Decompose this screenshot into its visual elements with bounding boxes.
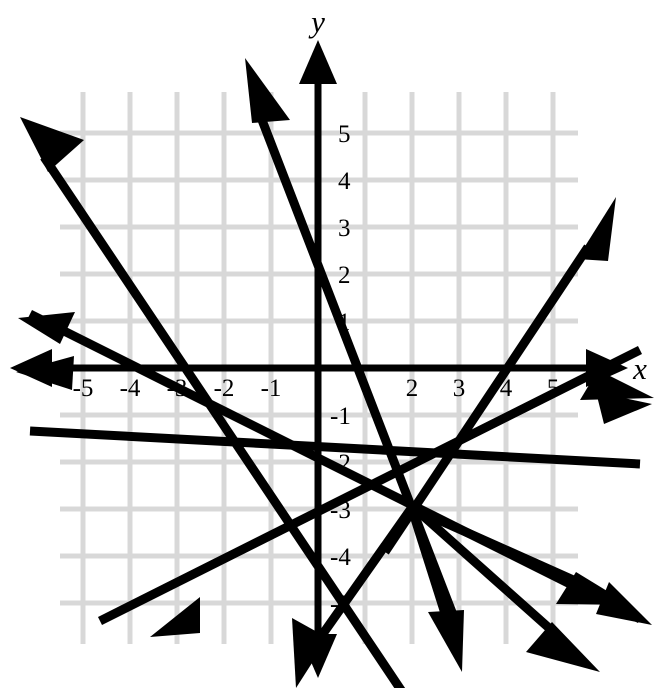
y-tick-label: -5 bbox=[330, 591, 351, 618]
y-axis-arrow-up bbox=[299, 40, 337, 84]
x-tick-label: -2 bbox=[214, 375, 235, 402]
x-tick-label: -1 bbox=[261, 375, 282, 402]
data-line-down-right-medium bbox=[409, 502, 561, 640]
x-tick-label: 3 bbox=[453, 375, 466, 402]
arrow-head-up-right bbox=[577, 197, 616, 261]
y-tick-label: -3 bbox=[330, 497, 351, 524]
data-line-steep-down-left bbox=[304, 500, 419, 658]
y-tick-label: -2 bbox=[330, 450, 351, 477]
x-tick-label: 4 bbox=[500, 375, 513, 402]
data-line-positive-three-halves bbox=[381, 244, 592, 555]
y-tick-label: 1 bbox=[338, 309, 351, 336]
arrow-head-up-steep bbox=[245, 58, 290, 123]
y-tick-label: 3 bbox=[338, 215, 351, 242]
arrow-head-down-steep-right bbox=[428, 610, 464, 672]
y-tick-label: -1 bbox=[330, 403, 351, 430]
data-line-negative-three-halves bbox=[40, 154, 406, 688]
data-line-shallow-negative bbox=[29, 426, 641, 469]
axes-group bbox=[10, 40, 628, 678]
x-tick-label: 5 bbox=[547, 375, 560, 402]
y-tick-label: 5 bbox=[338, 121, 351, 148]
y-tick-label: 4 bbox=[338, 168, 351, 195]
x-axis-arrow-right bbox=[586, 349, 628, 387]
y-tick-label: 2 bbox=[338, 262, 351, 289]
x-tick-label: 2 bbox=[406, 375, 419, 402]
arrow-head-up-left-steep bbox=[20, 117, 84, 172]
y-tick-label: -4 bbox=[330, 544, 351, 571]
x-tick-label: -5 bbox=[73, 375, 94, 402]
x-axis-arrow-left bbox=[10, 349, 52, 387]
y-axis-arrow-down bbox=[299, 634, 337, 678]
arrow-head-up-left bbox=[18, 312, 75, 344]
y-axis-label: y bbox=[308, 4, 325, 39]
arrow-head-down-right-shallow bbox=[556, 572, 630, 605]
arrow-head-down-left bbox=[150, 597, 200, 637]
x-axis-label: x bbox=[632, 351, 647, 386]
x-tick-label: -3 bbox=[167, 375, 188, 402]
x-axis-tick-labels: -5 -4 -3 -2 -1 2 3 4 5 bbox=[73, 375, 560, 402]
data-line-positive-half bbox=[97, 345, 643, 626]
data-line-down-right-shallow bbox=[410, 503, 582, 588]
arrow-head-right-upper bbox=[596, 392, 652, 424]
y-axis-tick-labels: 5 4 3 2 1 -1 -2 -3 -4 -5 bbox=[330, 121, 351, 618]
arrow-head-down-right-medium bbox=[526, 622, 600, 672]
x-tick-label: -4 bbox=[120, 375, 141, 402]
